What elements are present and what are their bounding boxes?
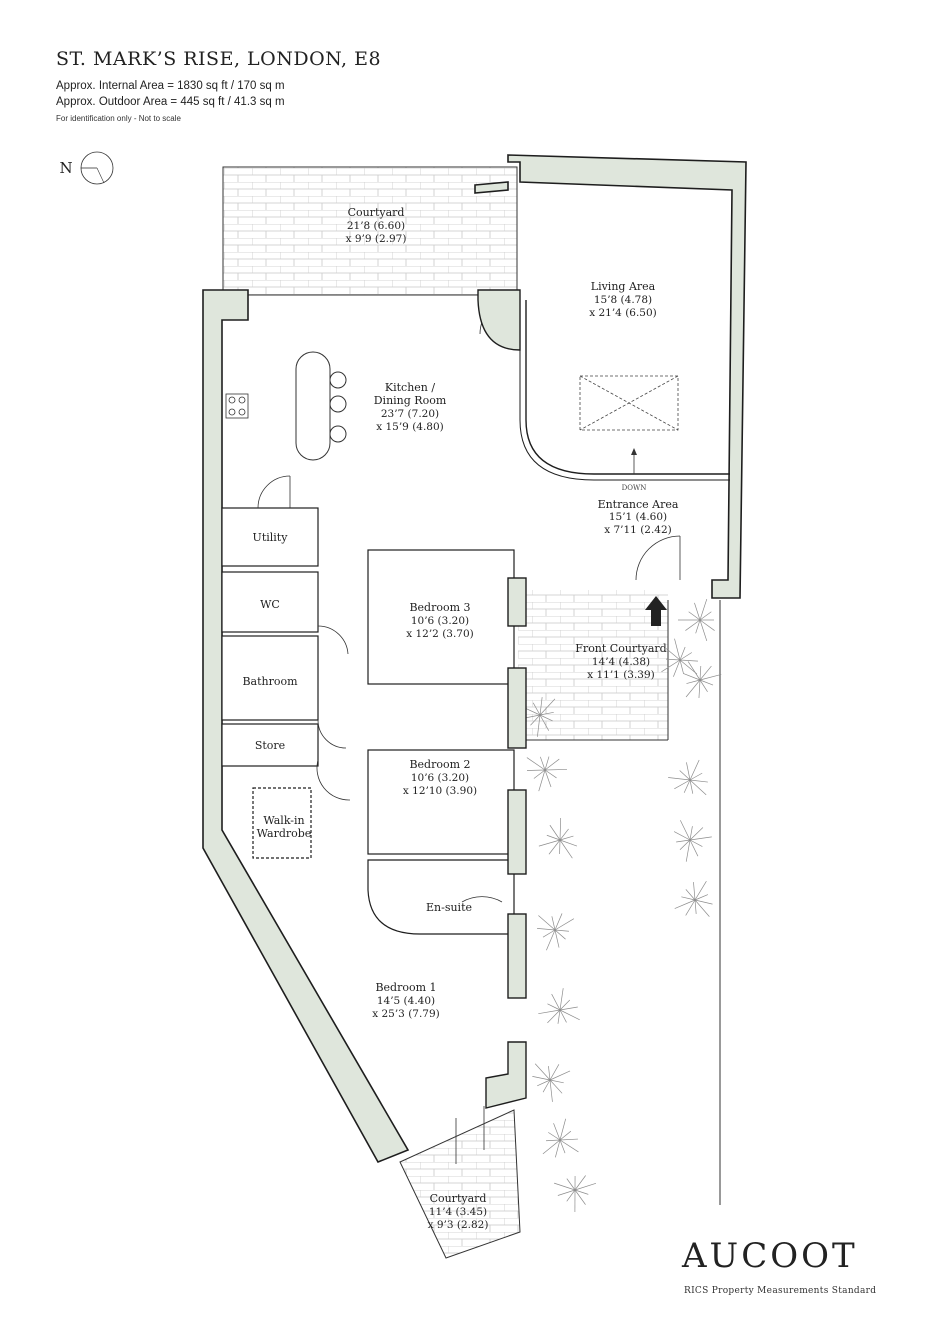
front-courtyard-dim1: 14’4 (4.38) <box>592 656 650 668</box>
bedroom-side-walls <box>485 577 527 1109</box>
planting-icon <box>674 880 713 917</box>
planting-icon <box>668 759 708 796</box>
planting-icon <box>661 638 698 677</box>
bedroom1-dim1: 14’5 (4.40) <box>377 995 435 1007</box>
entrance-arrow-icon <box>645 596 667 626</box>
courtyard-top-name: Courtyard <box>348 206 405 219</box>
planting-icon <box>673 820 712 862</box>
bedroom1-dim2: x 25’3 (7.79) <box>372 1008 440 1020</box>
hob-icon <box>225 393 249 419</box>
skylight-icon <box>579 375 679 431</box>
planting-icon <box>538 817 578 859</box>
utility-name: Utility <box>253 531 289 544</box>
bedroom1-name: Bedroom 1 <box>375 981 436 994</box>
living-curved-wall <box>525 300 730 475</box>
planting-icon <box>526 756 568 792</box>
doors <box>257 289 681 1164</box>
planting-icon <box>538 988 580 1024</box>
living-curved-wall-inner <box>519 300 730 481</box>
kitchen-name: Kitchen / <box>385 381 435 394</box>
planting-icon <box>553 1175 597 1213</box>
north-compass-icon: N <box>59 151 114 185</box>
bathroom-name: Bathroom <box>242 675 298 688</box>
planting-icon <box>683 661 722 698</box>
front-courtyard-dim2: x 11’1 (3.39) <box>587 669 655 681</box>
living-dim1: 15’8 (4.78) <box>594 294 652 306</box>
kitchen-name2: Dining Room <box>374 394 447 407</box>
down-label: DOWN <box>622 484 647 492</box>
kitchen-dim2: x 15’9 (4.80) <box>376 421 444 433</box>
bedroom2-dim2: x 12’10 (3.90) <box>403 785 477 797</box>
planting-icon <box>519 697 556 737</box>
bedroom3-dim1: 10’6 (3.20) <box>411 615 469 627</box>
down-arrowhead-icon <box>631 448 637 455</box>
living-name: Living Area <box>591 280 656 293</box>
front-courtyard-name: Front Courtyard <box>575 642 666 655</box>
bedroom2-dim1: 10’6 (3.20) <box>411 772 469 784</box>
internal-area-text: Approx. Internal Area = 1830 sq ft / 170… <box>56 80 285 92</box>
wc-name: WC <box>260 598 280 611</box>
living-dim2: x 21’4 (6.50) <box>589 307 657 319</box>
courtyard-bottom-dim2: x 9’3 (2.82) <box>428 1219 489 1231</box>
wardrobe-name2: Wardrobe <box>257 827 312 840</box>
entrance-dim1: 15’1 (4.60) <box>609 511 667 523</box>
courtyard-top-dim2: x 9’9 (2.97) <box>346 233 407 245</box>
courtyard-bottom-dim1: 11’4 (3.45) <box>429 1206 487 1218</box>
planting-icon <box>542 1118 579 1158</box>
bedroom2-name: Bedroom 2 <box>409 758 470 771</box>
brand-logo: AUCOOT <box>682 1236 858 1276</box>
kitchen-dim1: 23’7 (7.20) <box>381 408 439 420</box>
courtyard-top-dim1: 21’8 (6.60) <box>347 220 405 232</box>
brand-tagline: RICS Property Measurements Standard <box>684 1286 877 1296</box>
planting-icon <box>678 598 715 642</box>
internal-walls <box>221 507 515 935</box>
bedroom3-dim2: x 12’2 (3.70) <box>406 628 474 640</box>
outdoor-area-text: Approx. Outdoor Area = 445 sq ft / 41.3 … <box>56 96 285 108</box>
bedroom3-name: Bedroom 3 <box>409 601 470 614</box>
property-title: ST. MARK’S RISE, LONDON, E8 <box>56 48 382 70</box>
entrance-name: Entrance Area <box>598 498 679 511</box>
kitchen-island <box>295 351 347 461</box>
garden-planting <box>519 598 722 1213</box>
disclaimer-text: For identification only - Not to scale <box>56 114 181 123</box>
paving-areas <box>222 166 668 1259</box>
ensuite-name: En-suite <box>426 901 472 914</box>
entrance-dim2: x 7’11 (2.42) <box>604 524 672 536</box>
planting-icon <box>532 1063 571 1102</box>
store-name: Store <box>255 739 285 752</box>
site-boundary-lines <box>518 600 721 1205</box>
wardrobe-name: Walk-in <box>263 814 304 827</box>
planting-icon <box>537 913 575 951</box>
room-labels: Courtyard 21’8 (6.60) x 9’9 (2.97) Livin… <box>242 206 678 1231</box>
external-walls <box>202 154 747 1164</box>
compass-label: N <box>59 159 72 177</box>
courtyard-bottom-name: Courtyard <box>430 1192 487 1205</box>
